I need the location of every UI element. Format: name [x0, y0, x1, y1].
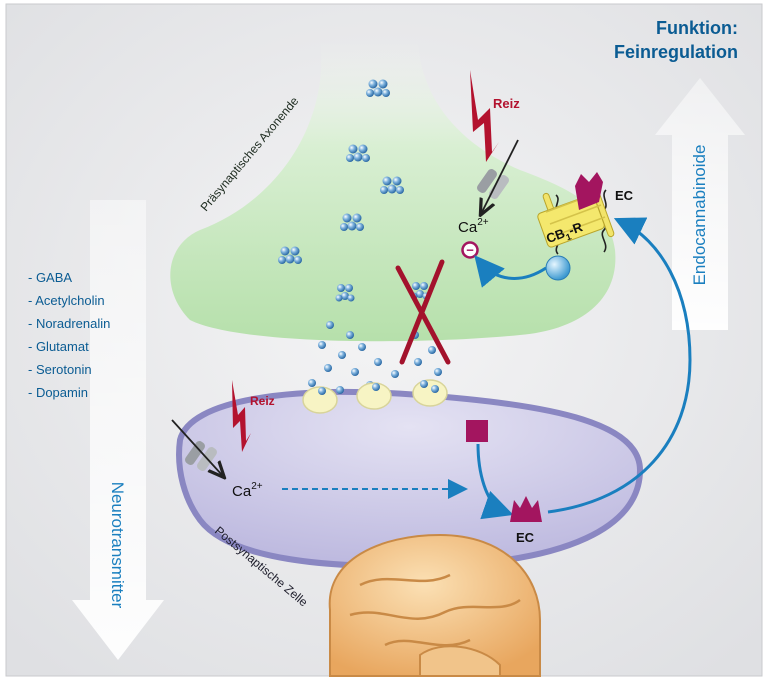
presynaptic-calcium-label: Ca2+	[458, 217, 489, 236]
neurotransmitter-list: - GABA - Acetylcholin - Noradrenalin - Glut…	[28, 270, 110, 400]
blocked-release-cross	[395, 259, 451, 365]
neurotransmitter-item: - Dopamin	[28, 385, 88, 400]
postsynaptic-ec-icon	[510, 496, 542, 522]
postsynaptic-stimulus-label: Reiz	[250, 394, 275, 408]
ec-precursor-icon	[466, 420, 488, 442]
cb1-receptor-label: CB1-R	[544, 219, 586, 249]
header-title-line1: Funktion:	[656, 18, 738, 38]
neurotransmitter-item: - Acetylcholin	[28, 293, 105, 308]
presynaptic-stimulus-label: Reiz	[493, 96, 520, 111]
presynaptic-calcium-channel-icon	[477, 169, 509, 199]
neurotransmitter-item: - GABA	[28, 270, 72, 285]
postsynaptic-calcium-influx-arrow	[171, 419, 222, 475]
neurotransmitter-arrow-label: Neurotransmitter	[108, 482, 127, 609]
header-title-line2: Feinregulation	[614, 42, 738, 62]
postsynaptic-calcium-label: Ca2+	[232, 481, 263, 500]
presynaptic-ec-label: EC	[615, 188, 634, 203]
neurotransmitter-arrow	[72, 200, 164, 660]
neurotransmitter-item: - Serotonin	[28, 362, 92, 377]
vesicles	[278, 79, 430, 302]
postsynaptic-ec-label: EC	[516, 530, 535, 545]
inhibition-arrow	[474, 255, 547, 288]
presynaptic-calcium-influx-arrow	[482, 139, 519, 212]
neurotransmitter-item: - Glutamat	[28, 339, 89, 354]
endocannabinoid-arrow-label: Endocannabinoide	[690, 145, 709, 286]
brain-illustration	[328, 533, 541, 677]
receptor-sites	[302, 379, 448, 414]
retrograde-signal-arrow	[547, 217, 692, 514]
svg-text:−: −	[466, 243, 474, 258]
cb1-receptor-icon	[537, 172, 615, 281]
endocannabinoid-arrow	[655, 78, 745, 330]
neurotransmitter-item: - Noradrenalin	[28, 316, 110, 331]
postsynaptic-stimulus-icon	[232, 380, 251, 452]
postsynaptic-cell	[176, 389, 644, 570]
presynaptic-stimulus-icon	[470, 70, 499, 162]
inhibition-sign-icon: −	[461, 241, 479, 259]
ec-formation-arrow	[476, 443, 514, 520]
